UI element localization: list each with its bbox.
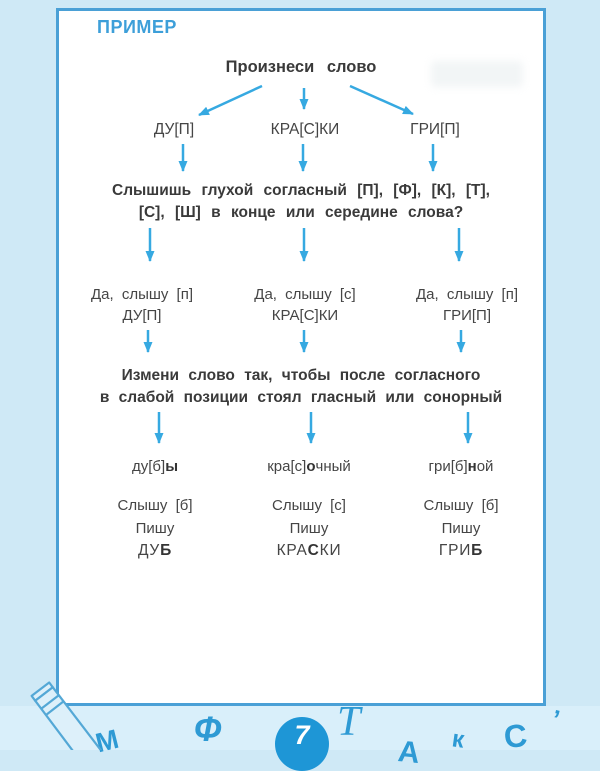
- flow-arrows: [143, 84, 473, 444]
- result-write-label: Пишу: [135, 519, 175, 537]
- print-showthrough: [431, 61, 523, 87]
- page-number-badge: 7: [275, 717, 329, 771]
- result-item: Слышу [с] Пишу КРАСКИ: [234, 495, 384, 563]
- result-word: ДУБ: [80, 540, 230, 563]
- answer-item: Да, слышу [п] ГРИ[П]: [392, 284, 542, 326]
- decor-letter: Т: [337, 699, 361, 745]
- question-line: [С], [Ш] в конце или середине слова?: [138, 204, 464, 221]
- instruction-block: Измени слово так, чтобы после согласного…: [59, 365, 543, 409]
- word-part: кра[с]: [267, 458, 307, 475]
- word-part-bold: ы: [165, 458, 178, 475]
- word-part-bold: Б: [160, 542, 173, 559]
- answer-heard: Да, слышу [с]: [254, 286, 356, 303]
- pencil-eraser: [30, 681, 54, 702]
- result-word: КРАСКИ: [234, 540, 384, 563]
- worksheet-card: ПРИМЕР Произнеси слово ДУ[П]: [56, 8, 546, 706]
- word-part: ГРИ: [438, 542, 472, 559]
- result-hear: Слышу [б]: [423, 497, 499, 514]
- decor-letter: Ф: [194, 710, 222, 749]
- word-part-bold: С: [307, 542, 320, 559]
- result-item: Слышу [б] Пишу ДУБ: [80, 495, 230, 563]
- word-item: ГРИ[П]: [410, 121, 460, 138]
- result-hear: Слышу [с]: [272, 497, 346, 514]
- question-block: Слышишь глухой согласный [П], [Ф], [К], …: [59, 180, 543, 224]
- arrow-diagonal-right-icon: [349, 84, 414, 116]
- answer-heard: Да, слышу [п]: [90, 286, 194, 303]
- decor-letter: А: [396, 734, 422, 771]
- changed-word: ду[б]ы: [80, 458, 230, 475]
- word-item: КРА[С]КИ: [270, 121, 340, 138]
- word-part-bold: н: [467, 458, 477, 475]
- word-part: ду[б]: [132, 458, 166, 475]
- word-part: гри[б]: [428, 458, 468, 475]
- instruction-line: в слабой позиции стоял гласный или сонор…: [99, 389, 503, 406]
- decor-letter: к: [450, 725, 466, 754]
- instruction-line: Измени слово так, чтобы после согласного: [121, 367, 481, 384]
- example-heading: ПРИМЕР: [97, 17, 177, 37]
- question-line: Слышишь глухой согласный [П], [Ф], [К], …: [112, 182, 490, 199]
- step-pronounce-title: Произнеси слово: [225, 58, 377, 76]
- result-write-label: Пишу: [441, 519, 481, 537]
- result-word: ГРИБ: [386, 540, 536, 563]
- result-hear: Слышу [б]: [117, 497, 193, 514]
- word-part: чный: [315, 458, 351, 475]
- answer-heard: Да, слышу [п]: [415, 286, 519, 303]
- decor-letter: С: [502, 716, 529, 756]
- answer-word: ДУ[П]: [122, 307, 162, 324]
- changed-word: гри[б]ной: [386, 458, 536, 475]
- answer-item: Да, слышу [с] КРА[С]КИ: [230, 284, 380, 326]
- answer-word: КРА[С]КИ: [271, 307, 339, 324]
- page-number: 7: [294, 720, 310, 750]
- word-item: ДУ[П]: [153, 121, 195, 138]
- result-write-label: Пишу: [289, 519, 329, 537]
- arrow-diagonal-left-icon: [198, 84, 263, 117]
- answer-word: ГРИ[П]: [442, 307, 492, 324]
- word-part: КИ: [319, 542, 342, 559]
- scanned-page: { "page": { "label": "ПРИМЕР", "page_num…: [30, 8, 563, 771]
- word-part-bold: Б: [471, 542, 484, 559]
- word-part: ДУ: [137, 542, 161, 559]
- changed-word: кра[с]очный: [234, 458, 384, 475]
- word-part: КРА: [276, 542, 308, 559]
- word-part: ой: [476, 458, 494, 475]
- result-item: Слышу [б] Пишу ГРИБ: [386, 495, 536, 563]
- answer-item: Да, слышу [п] ДУ[П]: [67, 284, 217, 326]
- word-part-bold: о: [306, 458, 316, 475]
